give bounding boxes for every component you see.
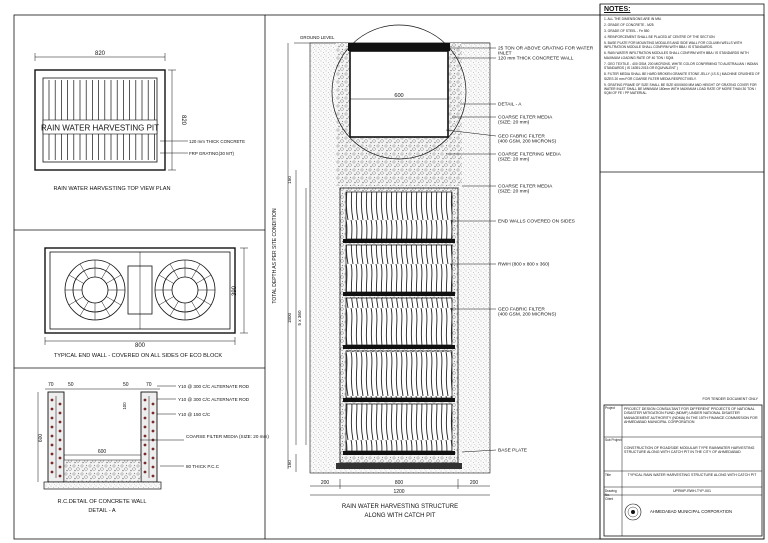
drawing-text: UPRMP-RWH-TYP-001 bbox=[672, 489, 712, 493]
rc-callout-2: Y10 @ 300 C/C ALTERNATE ROD bbox=[178, 397, 250, 402]
section-vertical-label: TOTAL DEPTH AS PER SITE CONDITION bbox=[272, 208, 278, 304]
note-item: 6. RAIN WATER INFILTRATION MODULES SHALL… bbox=[604, 51, 749, 60]
main-section-view: GROUND LEVEL 600 TOTAL DEPTH AS PER SITE… bbox=[272, 24, 594, 519]
end-wall-view: 800 390 TYPICAL END WALL - COVERED ON AL… bbox=[44, 247, 248, 359]
section-dim-total: 1800 bbox=[287, 312, 292, 323]
section-dim-top: 150 bbox=[287, 176, 292, 184]
subproject-text: CONSTRUCTION OF ROADSIDE MODULAR TYPE RA… bbox=[624, 446, 755, 455]
note-item: 8. FILTER MEDIA SHALL BE HARD BROKEN GRA… bbox=[604, 72, 760, 81]
section-callout: COARSE FILTER MEDIA(SIZE: 20 mm) bbox=[498, 184, 553, 195]
section-callout: GEO FABRIC FILTER(400 GSM, 200 MICRONS) bbox=[498, 134, 557, 145]
subproject-label: Sub Project bbox=[605, 438, 622, 442]
note-item: 9. GRATING FRAME OF SIZE SHALL BE SIZE 6… bbox=[604, 82, 757, 96]
top-view-height-dim: 820 bbox=[180, 115, 186, 126]
section-caption-2: ALONG WITH CATCH PIT bbox=[365, 513, 436, 519]
rc-dim-c: 50 bbox=[123, 382, 129, 388]
pit-width-dim: 600 bbox=[394, 93, 403, 99]
note-item: 1. ALL THE DIMENSIONS ARE IN MM. bbox=[604, 17, 662, 21]
section-dim-bottom-mid: 800 bbox=[395, 480, 404, 486]
rc-callout-3: Y10 @ 150 C/C bbox=[178, 412, 211, 417]
section-dim-bottom-left: 200 bbox=[321, 480, 330, 486]
note-item: 3. GRADE OF STEEL - Fe 550 bbox=[604, 29, 650, 33]
section-dim-bottom-total: 1200 bbox=[393, 489, 404, 495]
top-view-caption: RAIN WATER HARVESTING TOP VIEW PLAN bbox=[53, 186, 170, 192]
detail-a-circle bbox=[331, 24, 467, 160]
rc-height-dim: 600 bbox=[38, 434, 44, 443]
end-wall-height-dim: 390 bbox=[232, 285, 238, 296]
section-callout: COARSE FILTERING MEDIA(SIZE: 20 mm) bbox=[498, 152, 562, 163]
rc-callout-4: COARSE FILTER MEDIA (SIZE: 20 mm) bbox=[186, 434, 269, 439]
tender-note: FOR TENDER DOCUMENT ONLY bbox=[702, 397, 758, 401]
section-dim-bottom-right: 200 bbox=[470, 480, 479, 486]
top-view-callout-concrete: 120 mm THICK CONCRETE bbox=[189, 139, 245, 144]
client-text: AHMEDABAD MUNICIPAL CORPORATION bbox=[650, 509, 733, 514]
section-callout: DETAIL - A bbox=[498, 102, 522, 108]
end-wall-width-dim: 800 bbox=[135, 343, 146, 349]
section-callout: BASE PLATE bbox=[498, 448, 527, 454]
rc-dim-b: 50 bbox=[68, 382, 74, 388]
amc-seal-icon bbox=[624, 503, 642, 521]
section-callout: GEO FABRIC FILTER(400 GSM, 200 MICRONS) bbox=[498, 307, 557, 318]
rc-detail-view: 70 50 50 70 600 600 100 Y10 @ 300 C/C AL… bbox=[37, 382, 269, 514]
section-callout: 120 mm THICK CONCRETE WALL bbox=[498, 56, 574, 62]
drawing-label: Drawing No. bbox=[605, 489, 617, 498]
notes-title: NOTES: bbox=[604, 6, 631, 13]
note-item: 5. BASE PLATE FOR MOUNTING MODULES AND S… bbox=[604, 41, 743, 50]
notes-list: 1. ALL THE DIMENSIONS ARE IN MM. 2. GRADE… bbox=[602, 17, 764, 96]
section-dim-bottom: 150 bbox=[287, 460, 292, 468]
top-view-width-dim: 820 bbox=[95, 51, 106, 57]
notes-panel: NOTES: 1. ALL THE DIMENSIONS ARE IN MM. 2… bbox=[602, 4, 764, 172]
rc-dim-d: 70 bbox=[146, 382, 152, 388]
rc-caption-2: DETAIL - A bbox=[88, 508, 116, 514]
project-label: Project bbox=[605, 406, 615, 410]
rc-side-dim: 100 bbox=[122, 402, 127, 410]
rc-caption-1: R.C.DETAIL OF CONCRETE WALL bbox=[58, 499, 147, 505]
section-callout: END WALLS COVERED ON SIDES bbox=[498, 219, 575, 225]
top-view-outer-wall bbox=[34, 69, 166, 171]
section-callout: COARSE FILTER MEDIA(SIZE: 20 mm) bbox=[498, 115, 553, 126]
note-item: 4. REINFORCEMENT SHALL BE PLACED AT CENT… bbox=[604, 35, 715, 39]
title-text: TYPICAL RAIN WATER HARVESTING STRUCTURE … bbox=[627, 473, 757, 477]
rc-dim-a: 70 bbox=[48, 382, 54, 388]
rc-callout-1: Y10 @ 300 C/C ALTERNATE ROD bbox=[178, 384, 250, 389]
catch-pit bbox=[349, 50, 449, 138]
title-label: Title bbox=[605, 473, 611, 477]
section-callout: RWIH (800 x 800 x 360) bbox=[498, 262, 550, 268]
section-caption-1: RAIN WATER HARVESTING STRUCTURE bbox=[342, 504, 458, 510]
top-view-plan: 820 RAIN WATER HARVESTING PIT 820 120 mm… bbox=[34, 51, 245, 192]
project-text: PROJECT DESIGN CONSULTANT FOR DIFFERENT … bbox=[624, 407, 758, 425]
end-wall-caption: TYPICAL END WALL - COVERED ON ALL SIDES … bbox=[54, 353, 223, 359]
ground-level-label: GROUND LEVEL bbox=[300, 35, 335, 40]
note-item: 7. GEO TEXTILE - 400 GSM, 200 MICRONS, W… bbox=[604, 61, 758, 71]
top-view-callout-frp: FRP GRATING(30 MT) bbox=[189, 151, 235, 156]
top-view-pit-label: RAIN WATER HARVESTING PIT bbox=[41, 124, 159, 133]
rc-callout-5: 80 THICK P.C.C bbox=[186, 464, 220, 469]
note-item: 2. GRADE OF CONCRETE - M25 bbox=[604, 23, 654, 27]
section-dim-module: 5 x 360 bbox=[297, 310, 302, 326]
title-block: FOR TENDER DOCUMENT ONLY bbox=[603, 397, 763, 537]
rc-inner-dim: 600 bbox=[98, 449, 107, 455]
client-label: Client bbox=[605, 497, 614, 501]
